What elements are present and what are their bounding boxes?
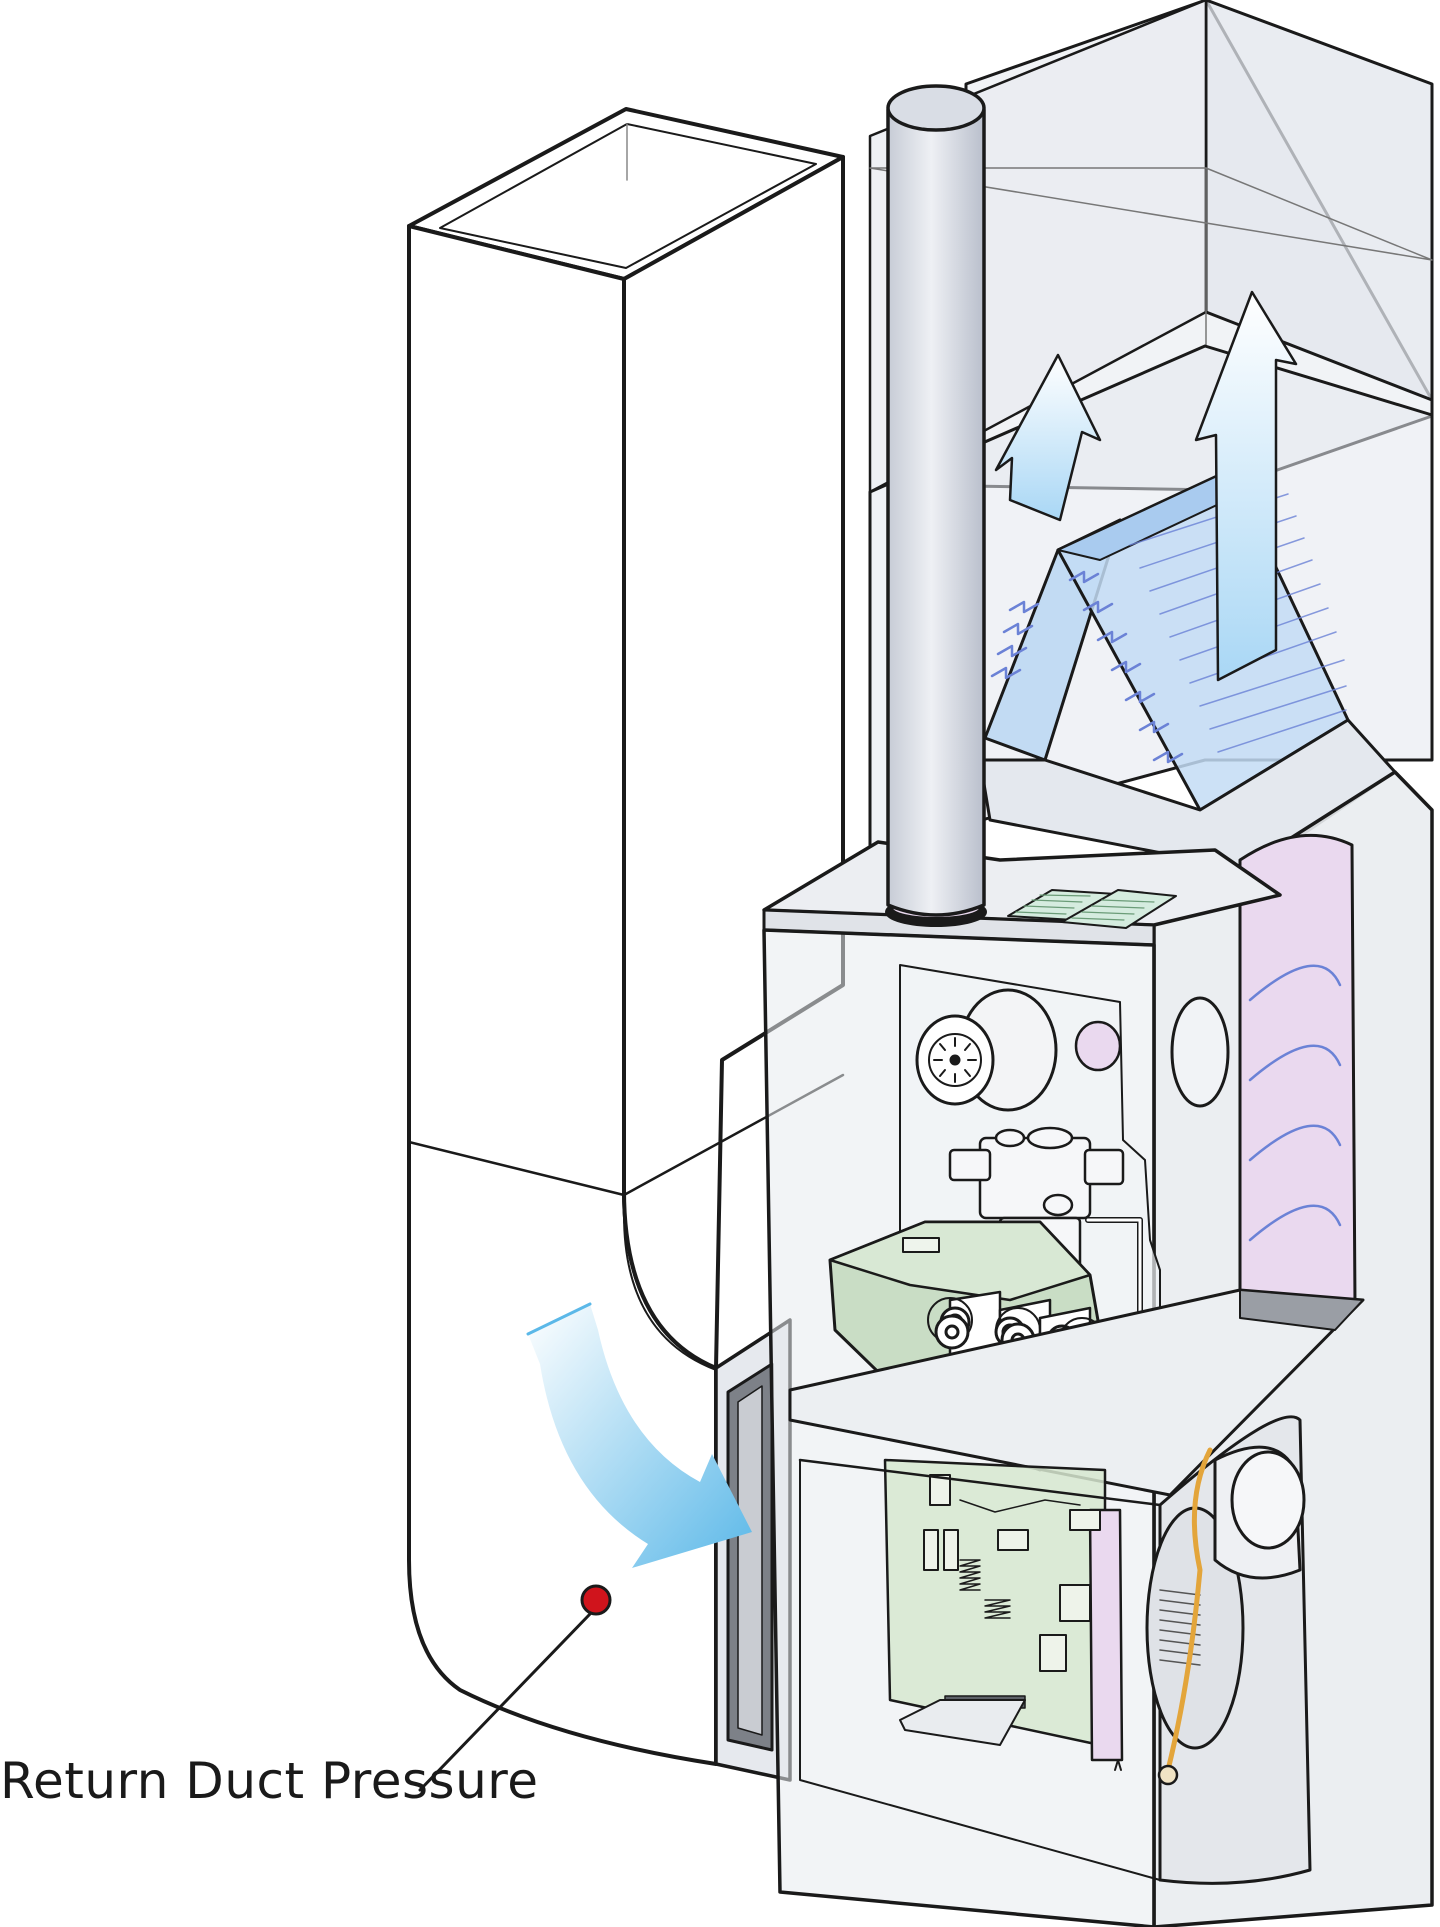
return-airflow-arrow xyxy=(528,1304,752,1568)
control-board xyxy=(883,1458,1124,1771)
flue-vent-pipe xyxy=(885,84,987,927)
supply-arrow-right xyxy=(1194,290,1298,682)
blower-assembly xyxy=(1145,1415,1312,1885)
return-duct-pressure-label: Return Duct Pressure xyxy=(0,1752,539,1810)
evaporator-coil xyxy=(978,468,1397,872)
top-vent-grilles xyxy=(1007,889,1177,929)
callout-leader-line xyxy=(418,1612,592,1792)
supply-airflow-arrows xyxy=(994,290,1298,682)
heat-exchanger xyxy=(1238,833,1357,1337)
return-duct xyxy=(407,107,845,1766)
return-pressure-marker xyxy=(580,1584,612,1616)
flue-pipe-top xyxy=(886,84,986,132)
blower-motor xyxy=(1213,1445,1306,1580)
blower-wiring xyxy=(1165,1447,1213,1773)
inducer-motor xyxy=(915,988,1230,1112)
return-duct-side xyxy=(622,155,845,1370)
supply-arrow-left xyxy=(994,353,1102,522)
blower-shelf xyxy=(788,1288,1365,1497)
